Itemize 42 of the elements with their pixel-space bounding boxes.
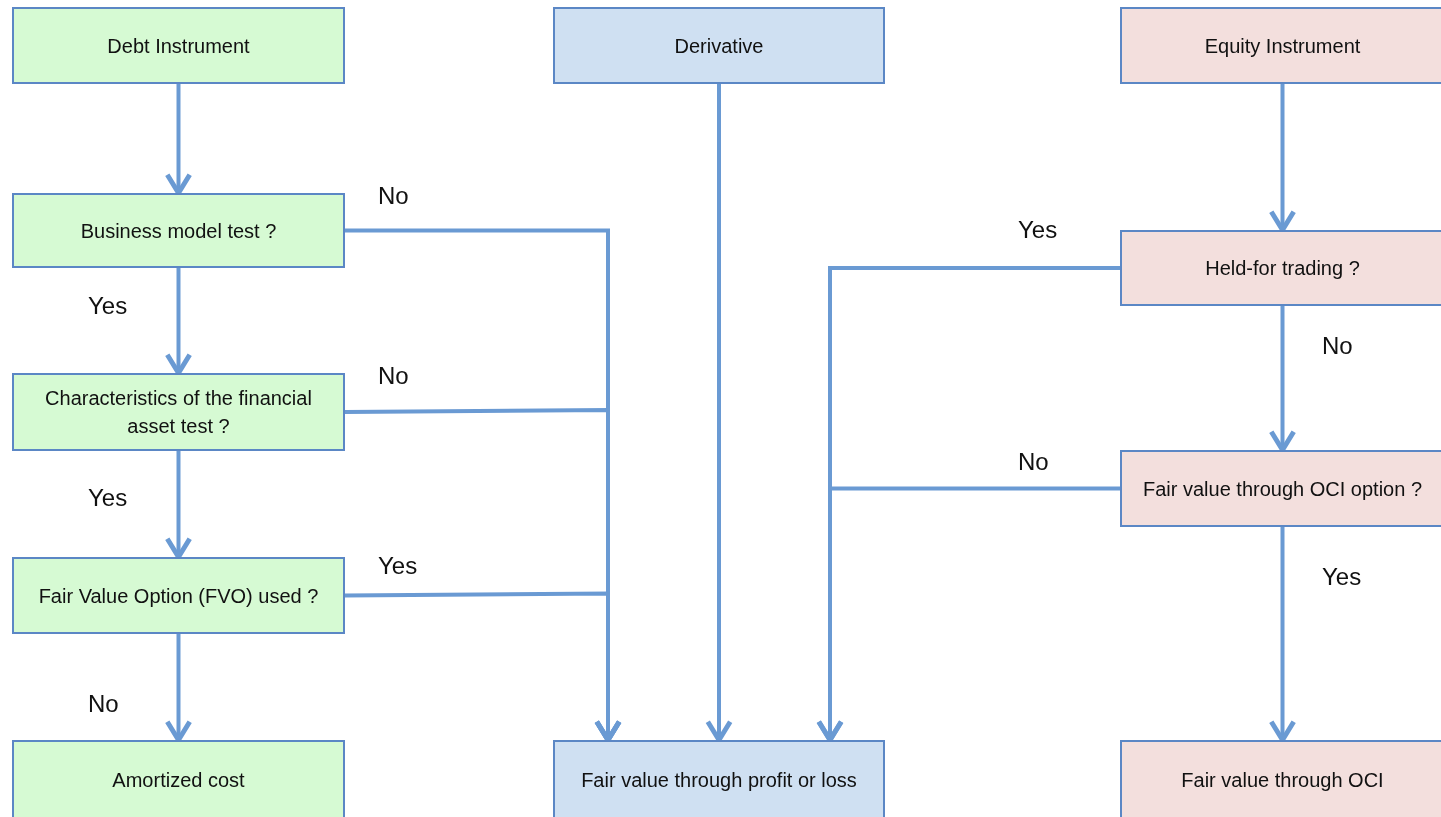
node-label: Amortized cost [112, 768, 245, 793]
arrow [164, 451, 193, 560]
node-label: Held-for trading ? [1205, 256, 1360, 281]
arrow [1268, 527, 1297, 743]
edge-label: No [378, 182, 409, 210]
arrow [164, 634, 193, 743]
process-box [1120, 230, 1441, 306]
edge-label: No [1018, 448, 1049, 476]
process-box [12, 557, 345, 634]
edge-label: No [1322, 332, 1353, 360]
process-box [1120, 450, 1441, 527]
arrow [345, 591, 622, 743]
node-label: Equity Instrument [1204, 33, 1361, 59]
edge-label: Yes [378, 552, 418, 580]
arrow [164, 84, 193, 196]
node-label: Fair value through OCI [1181, 768, 1384, 793]
edge-label: No [88, 690, 119, 718]
node-label: Fair value through OCI option ? [1142, 476, 1422, 502]
process-box [12, 740, 345, 817]
arrow [1268, 84, 1297, 233]
process-box [12, 7, 345, 84]
process-box [553, 740, 885, 817]
edge-label: No [378, 362, 409, 390]
node-label: Derivative [674, 33, 764, 59]
process-box [1120, 740, 1441, 817]
edge-label: Yes [1018, 216, 1058, 244]
process-box [12, 193, 345, 268]
edge-label: Yes [88, 292, 128, 320]
arrow [1268, 306, 1297, 453]
process-box [12, 373, 345, 451]
arrow [705, 84, 733, 743]
node-label: Fair value through profit or loss [581, 768, 857, 793]
node-label: Business model test ? [80, 218, 277, 244]
edge-label: Yes [1322, 563, 1362, 591]
node-label: Fair Value Option (FVO) used ? [38, 583, 319, 609]
process-box [1120, 7, 1441, 84]
edge-label: Yes [88, 484, 128, 512]
arrow [816, 486, 1120, 743]
node-label: Characteristics of the financial asset test ? [44, 386, 313, 439]
process-box [553, 7, 885, 84]
node-label: Debt Instrument [107, 33, 250, 59]
arrow [164, 268, 193, 376]
